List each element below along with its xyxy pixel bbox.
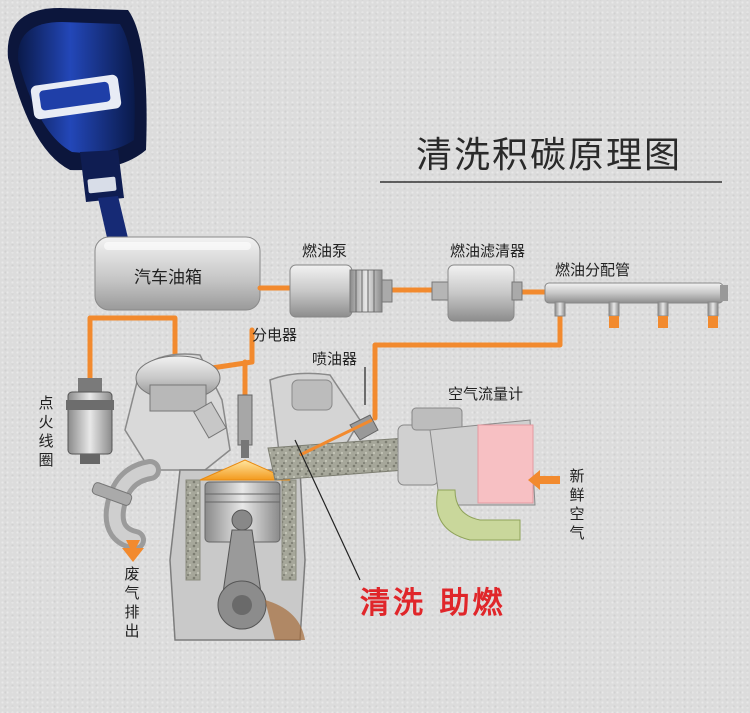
fuel-filter	[431, 264, 523, 322]
fuel-pump-label: 燃油泵	[302, 243, 348, 260]
injector-label: 喷油器	[312, 351, 358, 368]
combustion-chamber	[199, 459, 291, 481]
ignition-coil	[66, 378, 114, 464]
fuel-lines	[87, 285, 563, 421]
intake-manifold	[267, 414, 406, 481]
piston	[204, 481, 305, 640]
slogan: 清洗 助燃	[360, 586, 506, 621]
spark-plug	[237, 394, 253, 458]
fuel-rail-label: 燃油分配管	[555, 262, 631, 279]
fuel-tank	[94, 236, 261, 311]
fuel-pump	[289, 264, 393, 318]
fresh-air-arrow	[528, 470, 560, 490]
fuel-filter-label: 燃油滤清器	[450, 243, 526, 260]
exhaust-manifold	[91, 459, 161, 562]
distributor-label: 分电器	[252, 327, 298, 344]
distributor	[135, 355, 227, 439]
page-title: 清洗积碳原理图	[416, 135, 683, 176]
ignition-coil-label: 点火线圈	[38, 395, 54, 469]
additive-bottle	[7, 8, 147, 242]
air-flow-meter-label: 空气流量计	[448, 386, 524, 403]
fuel-tank-label: 汽车油箱	[134, 268, 202, 287]
fresh-air-label: 新鲜空气	[569, 468, 585, 542]
exhaust-label: 废气排出	[124, 566, 140, 640]
air-flow-meter	[397, 407, 536, 541]
leader-lines	[294, 367, 366, 581]
fuel-rail	[544, 282, 728, 328]
